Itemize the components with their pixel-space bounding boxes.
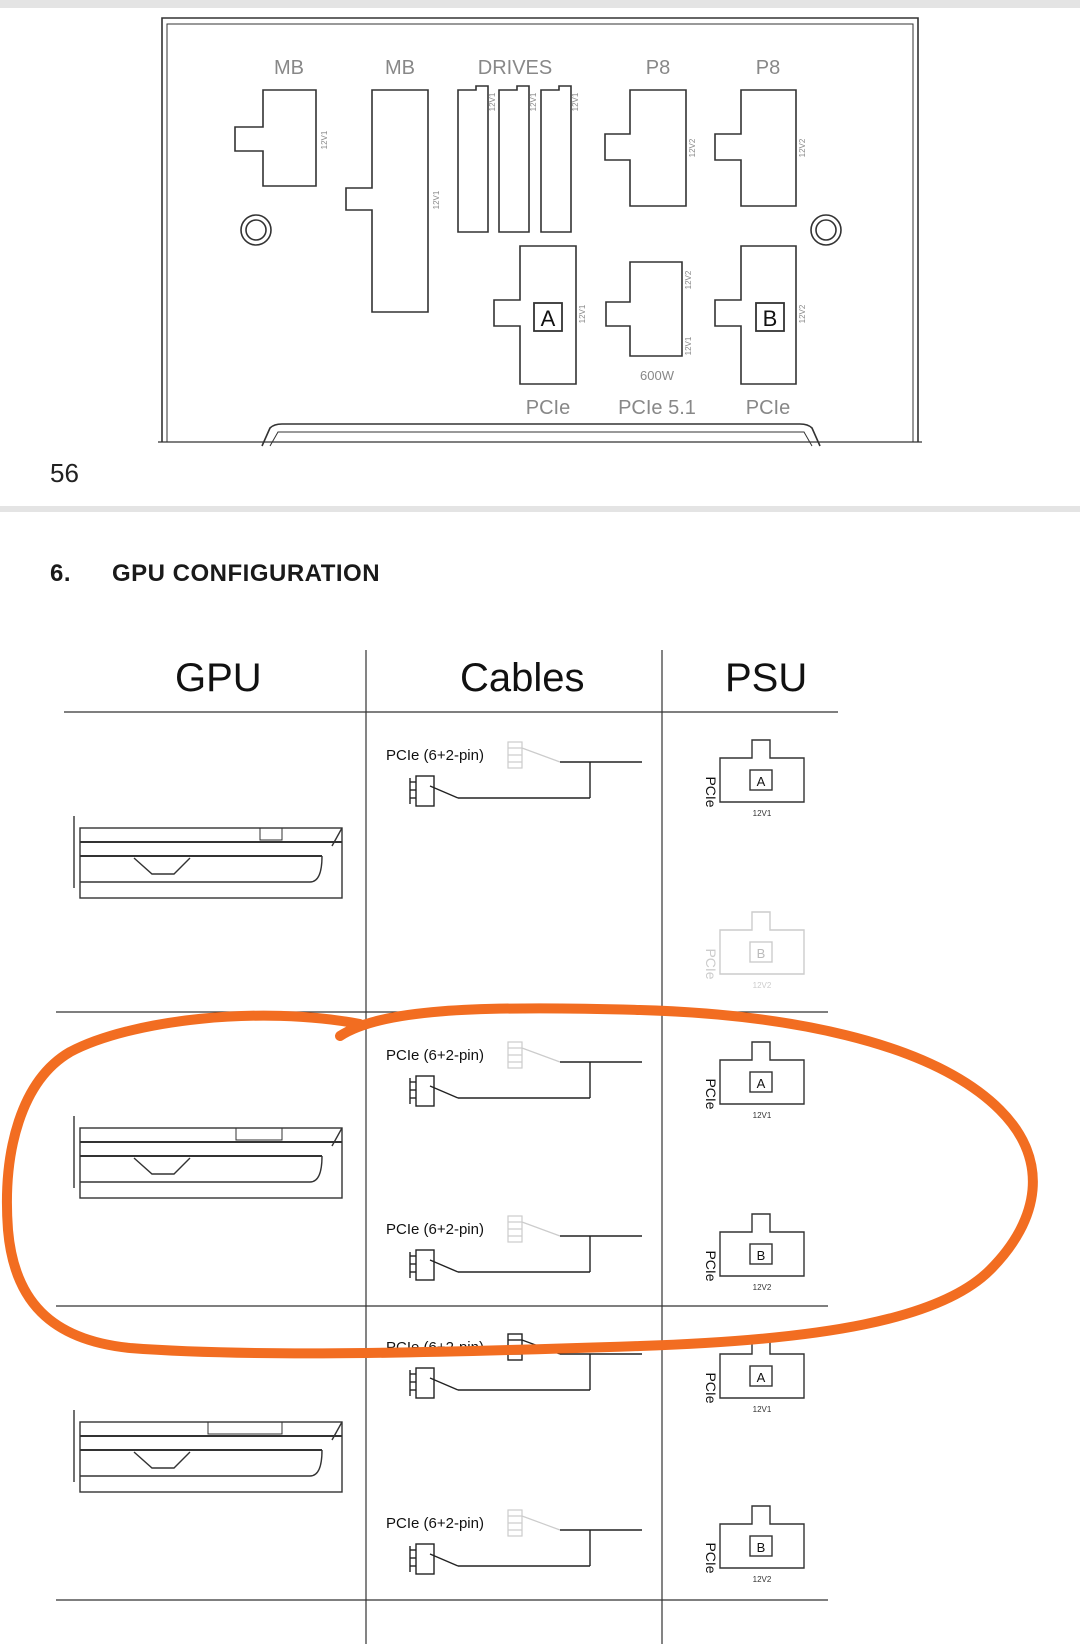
gpu-connector-3: [207, 1421, 283, 1435]
section-heading: 6. GPU CONFIGURATION: [50, 560, 380, 588]
gpu-connector-1: [259, 827, 283, 841]
cable-label-row2-b: PCIe (6+2-pin): [386, 1221, 484, 1238]
rail-drive1: 12V1: [488, 92, 497, 111]
label-mb-2: MB: [385, 57, 415, 79]
gpu-card-2: [73, 1115, 343, 1199]
psu-rail-row1-b: 12V2: [753, 981, 772, 990]
header-psu: PSU: [725, 656, 808, 700]
page-number: 56: [50, 458, 79, 488]
psu-side-row3-b: PCIe: [703, 1542, 719, 1573]
psu-port-b-row1: B: [757, 946, 766, 961]
rail-p8-1: 12V2: [688, 138, 697, 157]
rail-drive2: 12V1: [529, 92, 538, 111]
psu-side-row3-a: PCIe: [703, 1372, 719, 1403]
label-pcie-b: PCIe: [746, 397, 790, 419]
rail-p8-2: 12V2: [798, 138, 807, 157]
psu-port-a-row2: A: [757, 1076, 766, 1091]
label-pcie-a: PCIe: [526, 397, 570, 419]
rail-pcie51-bottom: 12V1: [684, 336, 693, 355]
psu-port-b-row3: B: [757, 1540, 766, 1555]
psu-rail-row2-b: 12V2: [753, 1283, 772, 1292]
rail-mb1: 12V1: [320, 130, 329, 149]
header-gpu: GPU: [175, 656, 262, 700]
psu-port-b-row2: B: [757, 1248, 766, 1263]
psu-port-a-row1: A: [757, 774, 766, 789]
label-p8-2: P8: [756, 57, 780, 79]
cable-label-row1-a: PCIe (6+2-pin): [386, 747, 484, 764]
psu-rail-row2-a: 12V1: [753, 1111, 772, 1120]
cable-label-row2-a: PCIe (6+2-pin): [386, 1047, 484, 1064]
port-b-letter: B: [763, 306, 778, 331]
psu-rail-row3-a: 12V1: [753, 1405, 772, 1414]
section-title: GPU CONFIGURATION: [112, 560, 381, 587]
header-cables: Cables: [460, 656, 585, 700]
cable-label-row3-b: PCIe (6+2-pin): [386, 1515, 484, 1532]
port-a-letter: A: [541, 306, 556, 331]
label-p8-1: P8: [646, 57, 670, 79]
psu-port-a-row3: A: [757, 1370, 766, 1385]
top-divider: [0, 0, 1080, 8]
section-number: 6.: [50, 560, 72, 587]
wattage-label: 600W: [640, 368, 675, 383]
rail-pcie-a: 12V1: [578, 304, 587, 323]
psu-side-row1-a: PCIe: [703, 776, 719, 807]
psu-rail-row1-a: 12V1: [753, 809, 772, 818]
rail-mb2: 12V1: [432, 190, 441, 209]
psu-rail-row3-b: 12V2: [753, 1575, 772, 1584]
label-drives: DRIVES: [478, 57, 552, 79]
gpu-card-1: [73, 815, 343, 899]
page-divider: [0, 506, 1080, 512]
psu-side-row1-b: PCIe: [703, 948, 719, 979]
rail-pcie51-top: 12V2: [684, 270, 693, 289]
label-pcie-5-1: PCIe 5.1: [618, 397, 696, 419]
psu-side-row2-b: PCIe: [703, 1250, 719, 1281]
label-mb-1: MB: [274, 57, 304, 79]
gpu-connector-2: [235, 1127, 283, 1141]
rail-drive3: 12V1: [571, 92, 580, 111]
psu-side-row2-a: PCIe: [703, 1078, 719, 1109]
highlight-circle: [1, 1003, 1038, 1359]
rail-pcie-b: 12V2: [798, 304, 807, 323]
